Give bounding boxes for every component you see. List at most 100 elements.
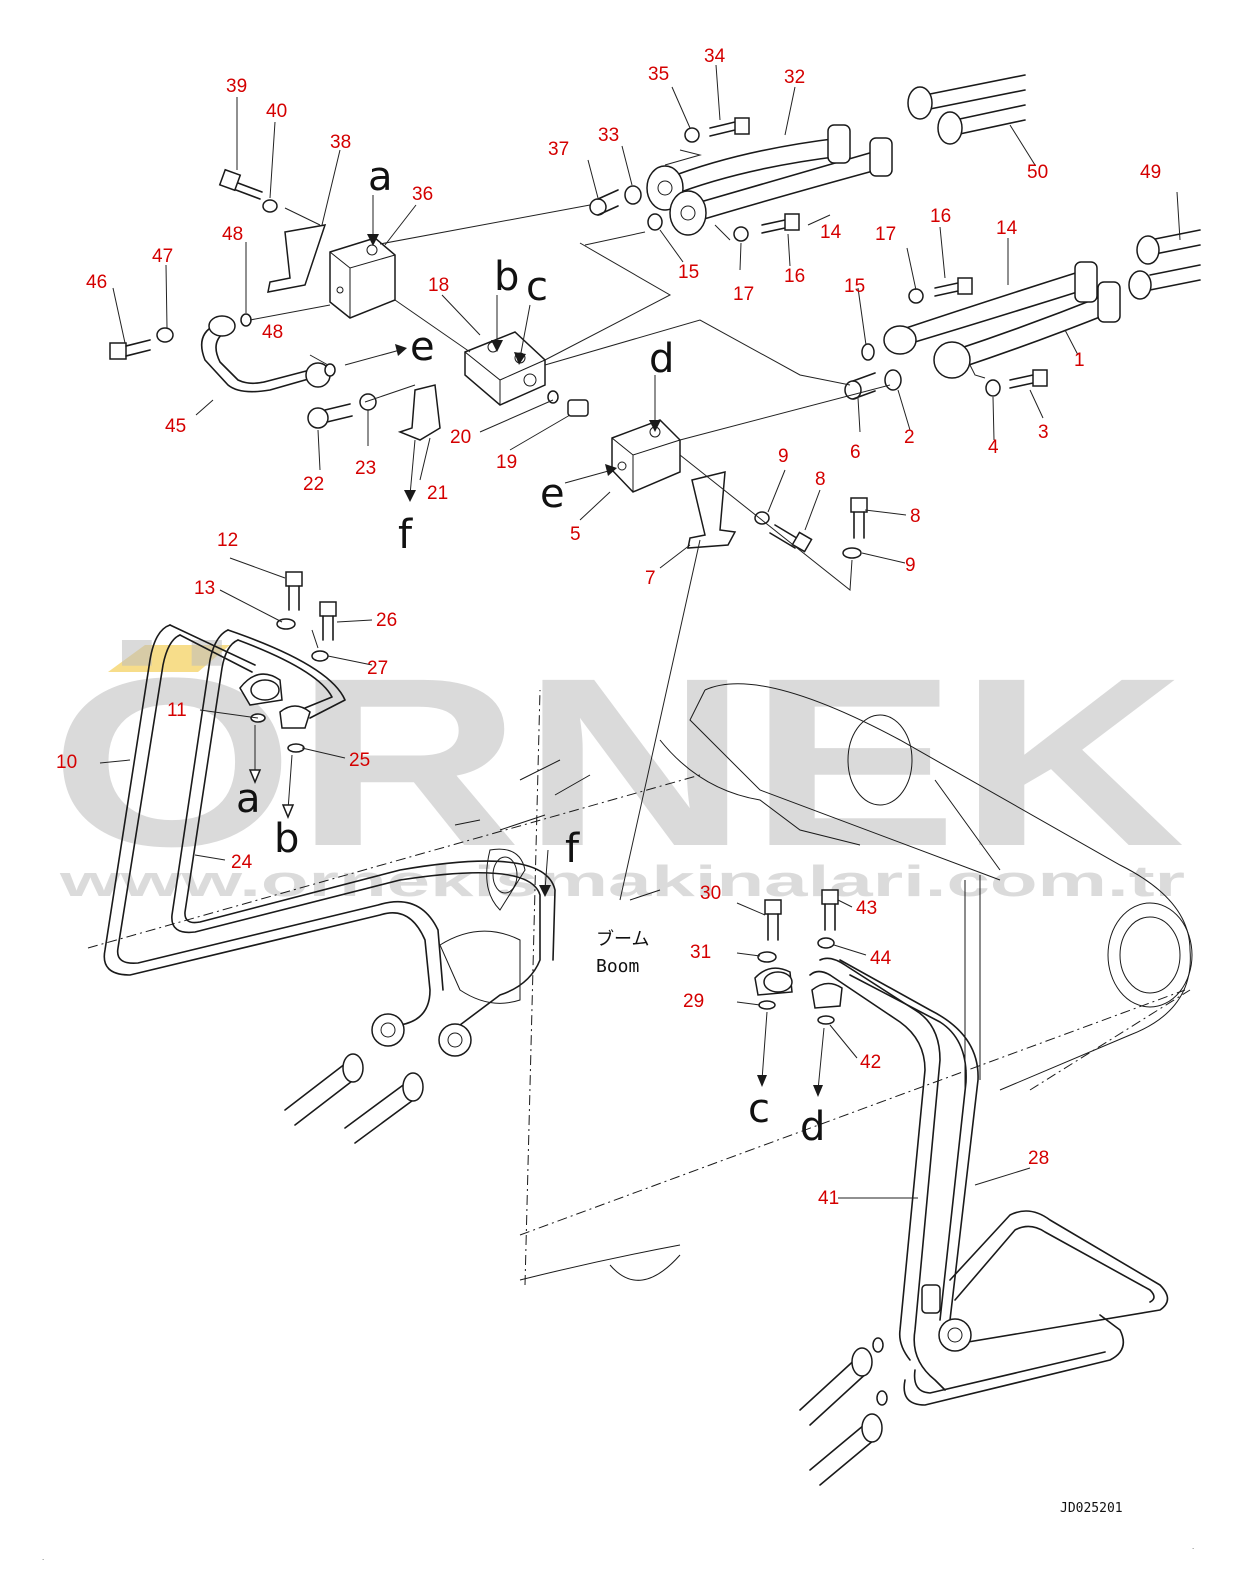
flange-14-left (669, 190, 707, 236)
washer-27 (311, 650, 329, 662)
pipe-14-top (689, 149, 885, 223)
callout-48a: 48 (222, 224, 243, 245)
block-36 (329, 237, 396, 319)
callout-47: 47 (152, 246, 173, 267)
callout-5: 5 (570, 524, 581, 545)
callout-24: 24 (231, 852, 253, 873)
bolt-26 (319, 601, 337, 641)
flange-45-left (208, 315, 236, 337)
watermark-accent-shape (108, 645, 230, 672)
callout-8a: 8 (815, 469, 826, 490)
o-ring-15b (861, 343, 875, 361)
bolt-8a (769, 524, 813, 553)
bolt-30 (764, 899, 782, 941)
callout-26: 26 (376, 610, 397, 631)
callout-9b: 9 (905, 555, 916, 576)
callout-25: 25 (349, 750, 370, 771)
pipe-41 (809, 957, 946, 1391)
callout-7: 7 (645, 568, 656, 589)
pipe-41-loop (903, 1314, 1125, 1406)
callout-15a: 15 (678, 262, 699, 283)
lower-left-assembly (103, 571, 556, 1144)
washer-31 (757, 951, 777, 963)
flange-10-bottom (371, 1013, 405, 1047)
letter-f-top: f (398, 512, 413, 558)
callout-29: 29 (683, 991, 704, 1012)
callout-17b: 17 (875, 224, 896, 245)
upper-assembly (109, 74, 1201, 901)
hose-lower-left (284, 1053, 424, 1144)
callout-48b: 48 (262, 322, 283, 343)
block-5 (611, 419, 681, 493)
o-ring-25 (287, 743, 305, 753)
callout-50: 50 (1027, 162, 1048, 183)
callout-6: 6 (850, 442, 861, 463)
callout-16b: 16 (930, 206, 951, 227)
callout-22: 22 (303, 474, 324, 495)
callout-45: 45 (165, 416, 186, 437)
o-ring-2 (884, 369, 902, 391)
letter-e-middle: e (540, 471, 565, 517)
bracket-7 (687, 471, 737, 549)
bolt-34 (709, 117, 750, 137)
callout-18: 18 (428, 275, 449, 296)
washer-35 (684, 127, 700, 143)
corner-mark-left: . (42, 1553, 44, 1562)
washer-9b (842, 547, 862, 559)
callout-42: 42 (860, 1052, 881, 1073)
callout-32: 32 (784, 67, 805, 88)
callout-20: 20 (450, 427, 471, 448)
bolt-16b (934, 277, 973, 297)
callout-14a: 14 (820, 222, 842, 243)
callout-1: 1 (1074, 350, 1085, 371)
hose-lower-right (799, 1347, 883, 1486)
flange-32-right (827, 124, 851, 164)
pipe-28-loop (949, 1210, 1169, 1346)
callout-38: 38 (330, 132, 351, 153)
o-ring-15a (647, 213, 663, 231)
callout-23: 23 (355, 458, 376, 479)
block-18 (464, 331, 546, 406)
callout-40: 40 (266, 101, 287, 122)
bolt-8b (850, 497, 868, 539)
letter-b-bottom: b (274, 816, 299, 862)
o-ring-29 (758, 1000, 776, 1010)
o-ring-42 (817, 1015, 835, 1025)
callout-15b: 15 (844, 276, 865, 297)
washer-9a (754, 511, 770, 525)
bolt-39 (218, 168, 263, 200)
washer-17a (733, 226, 749, 242)
pipe-45 (200, 324, 313, 393)
corner-mark-right: . (1192, 1542, 1194, 1551)
boom-outline (87, 683, 1193, 1286)
callout-31: 31 (690, 942, 711, 963)
bracket-38 (267, 224, 327, 293)
pipe-10 (103, 624, 444, 1026)
elbow-flange-30 (754, 967, 793, 996)
clamp-41 (921, 1284, 941, 1314)
callout-14b: 14 (996, 218, 1018, 239)
drawing-code: JD025201 (1060, 1501, 1123, 1516)
pipe-24 (171, 629, 556, 1026)
bracket-21 (397, 384, 441, 441)
callout-3: 3 (1038, 422, 1049, 443)
callout-11: 11 (167, 700, 187, 721)
o-ring-28 (872, 1337, 884, 1353)
letter-c-bottom: c (748, 1086, 770, 1132)
callout-28: 28 (1028, 1148, 1049, 1169)
letter-a-top: a (368, 154, 393, 200)
callout-13: 13 (194, 578, 215, 599)
flange-1-right (1097, 281, 1121, 323)
hose-49 (1128, 229, 1201, 300)
bolt-43 (821, 889, 839, 931)
o-ring-48a (240, 313, 252, 327)
washer-47 (156, 327, 174, 343)
flange-24-bottom (438, 1023, 472, 1057)
callout-44: 44 (870, 948, 892, 969)
o-ring-19 (547, 390, 559, 404)
letter-d-bottom: d (800, 1104, 825, 1150)
bolt-3 (1009, 369, 1048, 389)
pipe-10-top (169, 624, 256, 673)
callout-9a: 9 (778, 446, 789, 467)
